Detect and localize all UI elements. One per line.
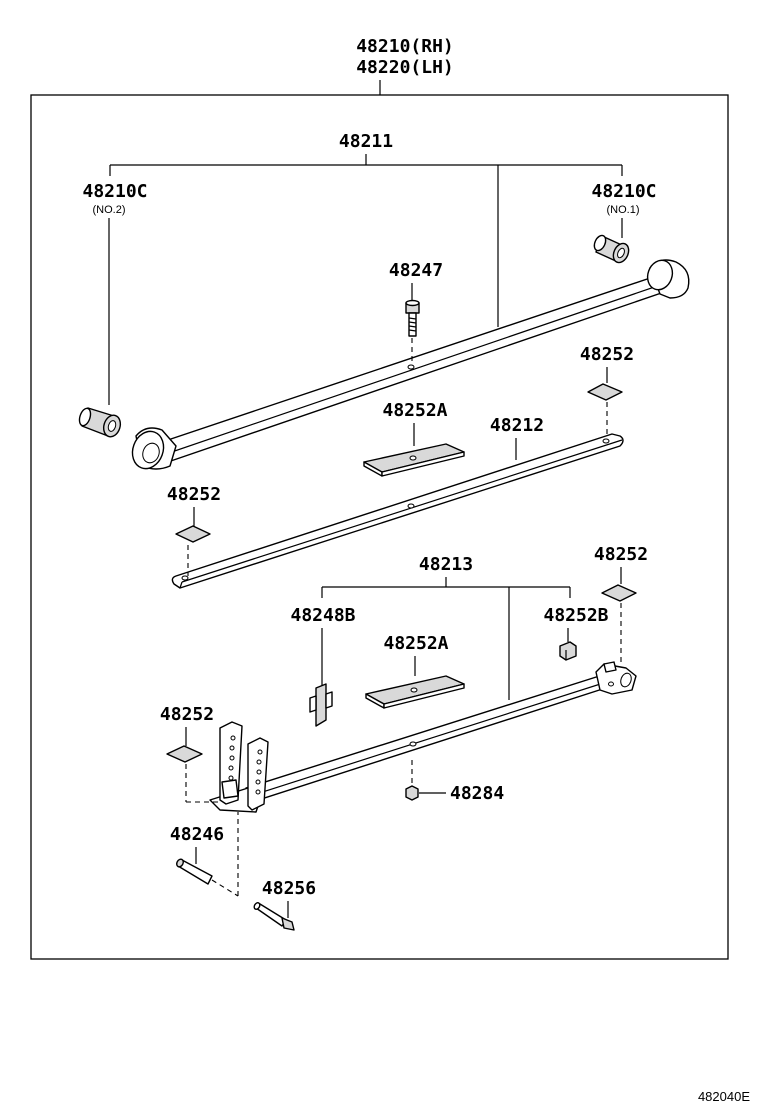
spacer-48252a-upper <box>363 443 465 477</box>
label-48212: 48212 <box>490 415 544 436</box>
label-48252-lower-left: 48252 <box>160 704 214 725</box>
pin-48246 <box>176 858 213 885</box>
label-48252-upper-right: 48252 <box>580 344 634 365</box>
label-48256: 48256 <box>262 878 316 899</box>
bushing-no1 <box>593 234 630 264</box>
bushing-no2 <box>78 407 122 438</box>
spacer-48252a-lower <box>365 675 465 709</box>
label-no1-note: (NO.1) <box>607 204 640 216</box>
label-48252-lower-right: 48252 <box>594 544 648 565</box>
label-48252a-lower: 48252A <box>383 633 448 654</box>
bolt-48256 <box>253 902 295 931</box>
leaf-spring-48211 <box>131 259 690 470</box>
label-48247: 48247 <box>389 260 443 281</box>
nut-48284 <box>405 785 419 801</box>
clip-insert-48252-lower-left <box>166 745 203 763</box>
leaf-spring-48212 <box>171 433 624 589</box>
label-48252a-upper: 48252A <box>382 400 447 421</box>
label-48211: 48211 <box>339 131 393 152</box>
label-48246: 48246 <box>170 824 224 845</box>
clip-insert-48252-lower-right <box>601 584 637 602</box>
assembly-frame <box>30 94 729 960</box>
label-no2-note: (NO.2) <box>93 204 126 216</box>
assembly-lh-label: 48220(LH) <box>356 57 454 78</box>
dash-48252-lower-left <box>185 764 222 803</box>
clip-48248b <box>309 683 333 727</box>
insert-48252b <box>559 641 577 661</box>
assembly-rh-label: 48210(RH) <box>356 36 454 57</box>
center-bolt-48247 <box>405 299 420 362</box>
label-48284: 48284 <box>450 783 504 804</box>
dash-48246 <box>211 812 239 897</box>
label-48210c-no1: 48210C <box>591 181 656 202</box>
label-48252b: 48252B <box>543 605 608 626</box>
label-48213: 48213 <box>419 554 473 575</box>
leader-48211 <box>109 154 623 327</box>
leaf-spring-48213 <box>209 661 637 813</box>
clip-insert-48252-upper-right <box>587 383 623 401</box>
leader-48213 <box>321 577 571 700</box>
label-48252-upper-left: 48252 <box>167 484 221 505</box>
clip-insert-48252-upper-left <box>175 525 211 543</box>
diagram-code: 482040E <box>698 1089 750 1104</box>
label-48210c-no2: 48210C <box>82 181 147 202</box>
label-48248b: 48248B <box>290 605 355 626</box>
